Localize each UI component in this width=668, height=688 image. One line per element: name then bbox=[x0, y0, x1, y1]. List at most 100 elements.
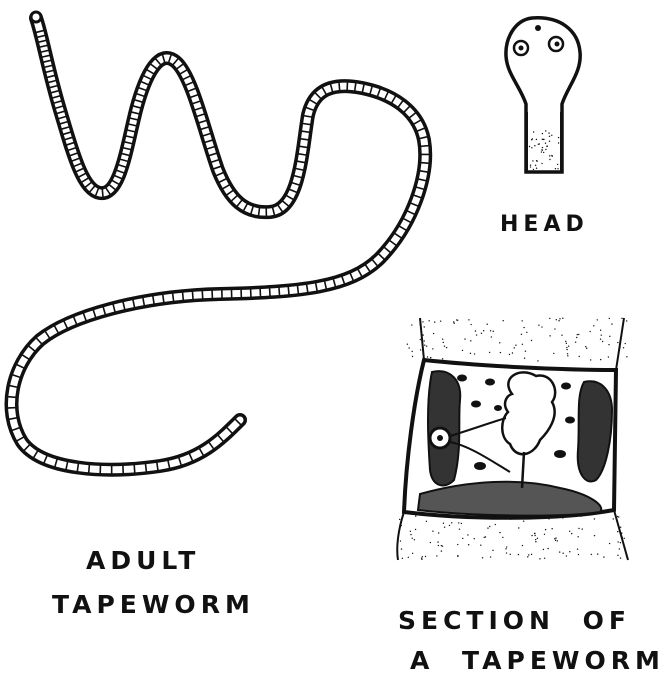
stipple-dot bbox=[548, 132, 549, 133]
stipple-dot bbox=[422, 334, 423, 335]
stipple-dot bbox=[551, 135, 552, 136]
stipple-dot bbox=[590, 359, 591, 360]
stipple-dot bbox=[437, 541, 438, 542]
stipple-dot bbox=[486, 324, 487, 325]
adult-tapeworm-label-line2: TAPEWORM bbox=[52, 592, 255, 617]
tapeworm-segments bbox=[6, 30, 430, 475]
stipple-dot bbox=[559, 318, 560, 319]
stipple-dot bbox=[502, 537, 503, 538]
stipple-dot bbox=[411, 351, 412, 352]
stipple-dot bbox=[456, 319, 457, 320]
stipple-dot bbox=[524, 358, 525, 359]
stipple-dot bbox=[432, 348, 433, 349]
stipple-dot bbox=[505, 548, 506, 549]
stipple-dot bbox=[578, 528, 579, 529]
stipple-dot bbox=[499, 342, 500, 343]
stipple-dot bbox=[424, 340, 425, 341]
stipple-dot bbox=[530, 164, 531, 165]
stipple-dot bbox=[410, 531, 411, 532]
stipple-dot bbox=[509, 354, 510, 355]
stipple-dot bbox=[502, 320, 503, 321]
stipple-dot bbox=[521, 334, 522, 335]
stipple-dot bbox=[622, 537, 623, 538]
stipple-dot bbox=[534, 533, 535, 534]
stipple-dot bbox=[579, 356, 580, 357]
stipple-dot bbox=[611, 323, 612, 324]
stipple-dot bbox=[580, 516, 581, 517]
tapeworm-scolex bbox=[31, 12, 41, 22]
stipple-dot bbox=[441, 550, 442, 551]
stipple-dot bbox=[458, 522, 459, 523]
stipple-dot bbox=[419, 324, 420, 325]
head-sucker-right-inner bbox=[555, 42, 560, 47]
stipple-dot bbox=[408, 347, 409, 348]
stipple-dot bbox=[534, 535, 535, 536]
stipple-dot bbox=[402, 558, 403, 559]
stipple-dot bbox=[443, 342, 444, 343]
segment-divider bbox=[182, 291, 183, 301]
testis bbox=[457, 375, 467, 382]
stipple-dot bbox=[608, 344, 609, 345]
segment-divider bbox=[339, 82, 340, 91]
stipple-dot bbox=[620, 557, 621, 558]
stipple-dot bbox=[480, 544, 481, 545]
stipple-dot bbox=[531, 147, 532, 148]
stipple-dot bbox=[609, 336, 610, 337]
stipple-dot bbox=[420, 349, 421, 350]
stipple-dot bbox=[470, 353, 471, 354]
segment-divider bbox=[288, 286, 289, 296]
stipple-dot bbox=[490, 330, 491, 331]
stipple-dot bbox=[597, 553, 598, 554]
stipple-dot bbox=[542, 139, 543, 140]
stipple-dot bbox=[449, 525, 450, 526]
segment-divider bbox=[258, 207, 259, 216]
stipple-dot bbox=[483, 330, 484, 331]
stipple-dot bbox=[515, 345, 516, 346]
stipple-dot bbox=[569, 551, 570, 552]
head-rostellum bbox=[535, 25, 541, 31]
stipple-dot bbox=[551, 528, 552, 529]
stipple-dot bbox=[407, 344, 408, 345]
stipple-dot bbox=[510, 554, 511, 555]
adult-tapeworm-label-line1: ADULT bbox=[86, 548, 200, 573]
stipple-dot bbox=[541, 326, 542, 327]
stipple-dot bbox=[619, 548, 620, 549]
stipple-dot bbox=[617, 531, 618, 532]
stipple-dot bbox=[558, 137, 559, 138]
stipple-dot bbox=[494, 515, 495, 516]
stipple-dot bbox=[553, 353, 554, 354]
stipple-dot bbox=[476, 334, 477, 335]
stipple-dot bbox=[491, 336, 492, 337]
stipple-dot bbox=[442, 358, 443, 359]
stipple-dot bbox=[436, 555, 437, 556]
stipple-dot bbox=[412, 356, 413, 357]
stipple-dot bbox=[461, 523, 462, 524]
stipple-dot bbox=[518, 527, 519, 528]
stipple-dot bbox=[434, 321, 435, 322]
stipple-dot bbox=[617, 555, 618, 556]
stipple-dot bbox=[521, 320, 522, 321]
section-label-line1: SECTION OF bbox=[398, 608, 631, 633]
stipple-dot bbox=[412, 538, 413, 539]
stipple-dot bbox=[532, 138, 533, 139]
stipple-dot bbox=[411, 324, 412, 325]
stipple-dot bbox=[453, 321, 454, 322]
stipple-dot bbox=[594, 535, 595, 536]
stipple-dot bbox=[549, 159, 550, 160]
stipple-dot bbox=[613, 518, 614, 519]
stipple-dot bbox=[531, 340, 532, 341]
stipple-dot bbox=[567, 353, 568, 354]
stipple-dot bbox=[566, 347, 567, 348]
stipple-dot bbox=[586, 348, 587, 349]
stipple-dot bbox=[490, 556, 491, 557]
stipple-dot bbox=[428, 320, 429, 321]
stipple-dot bbox=[577, 334, 578, 335]
stipple-dot bbox=[532, 160, 533, 161]
stipple-dot bbox=[619, 347, 620, 348]
stipple-dot bbox=[457, 556, 458, 557]
stipple-dot bbox=[535, 165, 536, 166]
stipple-dot bbox=[626, 356, 627, 357]
stipple-dot bbox=[499, 532, 500, 533]
stipple-dot bbox=[624, 548, 625, 549]
segment-divider bbox=[134, 463, 135, 474]
